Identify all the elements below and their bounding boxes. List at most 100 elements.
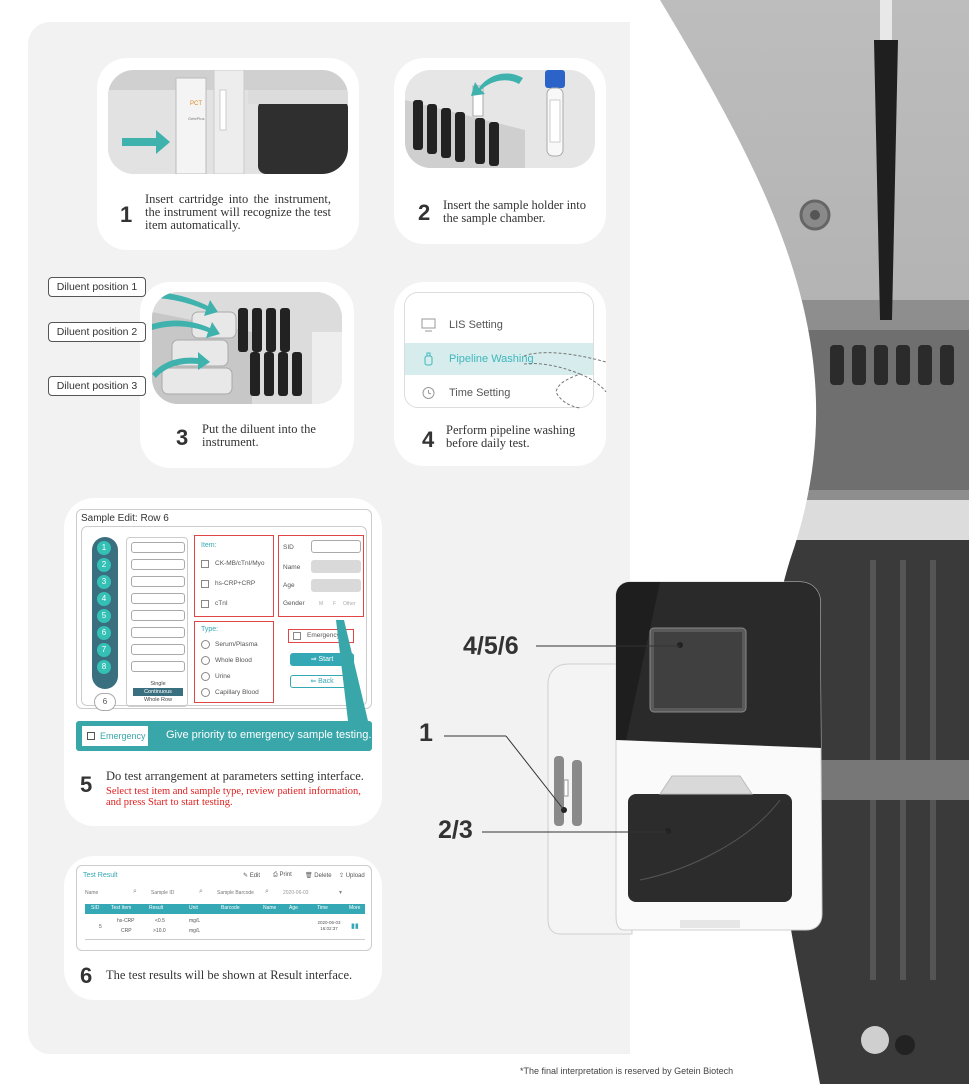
- row-button-2[interactable]: 2: [97, 558, 111, 572]
- type-radio-2[interactable]: [201, 656, 210, 665]
- row-button-6[interactable]: 6: [97, 626, 111, 640]
- name-input[interactable]: [311, 560, 361, 573]
- age-input[interactable]: [311, 579, 361, 592]
- search-icon[interactable]: ⌕: [199, 888, 203, 895]
- gender-label: Gender: [283, 600, 305, 607]
- search-icon[interactable]: ⌕: [265, 888, 269, 895]
- type-radio-1[interactable]: [201, 640, 210, 649]
- menu-item-time-setting-label: Time Setting: [449, 387, 511, 399]
- start-button[interactable]: ⇒ Start: [290, 653, 354, 666]
- sample-slot[interactable]: [131, 559, 185, 570]
- row-result-2: >10.0: [153, 928, 166, 934]
- test-result-panel: Test Result ✎ Edit ⎙ Print 🗑 Delete ⇪ Up…: [76, 865, 372, 951]
- type-radio-3[interactable]: [201, 672, 210, 681]
- action-upload-label: Upload: [345, 873, 365, 879]
- step-4-number: 4: [422, 427, 435, 452]
- step-4-text: Perform pipeline washing before daily te…: [446, 423, 576, 450]
- gender-option-other[interactable]: Other: [343, 601, 356, 607]
- type-option-2: Whole Blood: [215, 657, 252, 664]
- emergency-connector: [336, 620, 368, 721]
- sample-slot[interactable]: [131, 661, 185, 672]
- action-delete-label: Delete: [314, 873, 332, 879]
- menu-item-time-setting[interactable]: Time Setting: [405, 377, 593, 407]
- filter-name[interactable]: Name: [85, 890, 99, 896]
- gender-option-m[interactable]: M: [319, 601, 324, 607]
- test-result-title: Test Result: [83, 872, 118, 879]
- monitor-icon: [421, 318, 436, 332]
- step-5-number: 5: [80, 772, 93, 797]
- cartridge-brand: PCT: [190, 101, 202, 107]
- callout-lines: [444, 645, 680, 833]
- clock-icon: [422, 387, 435, 399]
- item-checkbox-2[interactable]: [201, 580, 209, 588]
- item-checkbox-1[interactable]: [201, 560, 209, 568]
- col-sid: SID: [91, 905, 100, 911]
- step-2-number: 2: [418, 200, 431, 225]
- action-edit-label: Edit: [249, 873, 261, 879]
- sample-slot[interactable]: [131, 644, 185, 655]
- current-row-indicator[interactable]: 6: [94, 693, 116, 711]
- filter-sample-barcode[interactable]: Sample Barcode: [217, 890, 254, 896]
- row-unit-2: mg/L: [189, 928, 201, 934]
- sample-edit-body: 1 2 3 4 5 6 7 8 6 Single Continuous Whol…: [81, 526, 367, 711]
- gender-option-f[interactable]: F: [333, 601, 337, 607]
- action-edit[interactable]: ✎ Edit: [243, 873, 261, 879]
- menu-item-lis-setting[interactable]: LIS Setting: [405, 309, 593, 341]
- footnote: *The final interpretation is reserved by…: [520, 1066, 734, 1076]
- emergency-callout-checkbox: [87, 732, 95, 740]
- result-table-header: SID Test Item Result Unit Barcode Name A…: [85, 904, 365, 914]
- action-delete[interactable]: 🗑 Delete: [305, 873, 332, 879]
- sample-slot[interactable]: [131, 576, 185, 587]
- table-row[interactable]: 5 hs-CRP CRP <0.5 >10.0 mg/L mg/L 2020-0…: [85, 914, 365, 940]
- emergency-checkbox[interactable]: [293, 632, 301, 640]
- row-button-1[interactable]: 1: [97, 541, 111, 555]
- type-option-3: Urine: [215, 673, 231, 680]
- search-icon[interactable]: ⌕: [133, 888, 137, 895]
- row-button-3[interactable]: 3: [97, 575, 111, 589]
- type-label: Type:: [201, 626, 219, 633]
- type-radio-4[interactable]: [201, 688, 210, 697]
- mode-continuous[interactable]: Continuous: [133, 688, 183, 696]
- row-button-7[interactable]: 7: [97, 643, 111, 657]
- action-print-label: Print: [279, 872, 292, 878]
- type-option-1: Serum/Plasma: [215, 641, 258, 648]
- hand-pointer-icon: [523, 352, 607, 409]
- step-5-note: Select test item and sample type, review…: [106, 786, 361, 808]
- row-result-1: <0.5: [155, 918, 165, 924]
- name-label: Name: [283, 564, 301, 571]
- step-6-text: The test results will be shown at Result…: [106, 968, 353, 982]
- menu-item-pipeline-washing-label: Pipeline Washing: [449, 353, 534, 365]
- step-3-number: 3: [176, 425, 189, 450]
- mode-whole-row[interactable]: Whole Row: [143, 697, 173, 703]
- sample-slot[interactable]: [131, 627, 185, 638]
- diluent-image: [152, 292, 342, 404]
- action-upload[interactable]: ⇪ Upload: [339, 873, 365, 879]
- row-button-4[interactable]: 4: [97, 592, 111, 606]
- menu-item-pipeline-washing[interactable]: Pipeline Washing: [405, 343, 593, 375]
- row-button-5[interactable]: 5: [97, 609, 111, 623]
- item-checkbox-3[interactable]: [201, 600, 209, 608]
- step-5-text: Do test arrangement at parameters settin…: [106, 769, 364, 783]
- cartridge-image: PCT GetePlus: [108, 70, 348, 174]
- filter-date[interactable]: 2020-06-03: [283, 890, 309, 896]
- col-time: Time: [317, 905, 328, 911]
- step-1-number: 1: [120, 202, 133, 227]
- sample-edit-title: Sample Edit: Row 6: [81, 513, 169, 524]
- chart-icon[interactable]: ▮▮: [351, 923, 359, 930]
- row-button-8[interactable]: 8: [97, 660, 111, 674]
- diluent-position-1-label: Diluent position 1: [48, 277, 146, 297]
- emergency-toggle-label: Emergency: [307, 632, 340, 639]
- chevron-down-icon[interactable]: ▾: [339, 890, 343, 896]
- mode-single[interactable]: Single: [150, 681, 166, 687]
- sid-input[interactable]: [311, 540, 361, 553]
- action-print[interactable]: ⎙ Print: [273, 872, 292, 878]
- sample-slot[interactable]: [131, 542, 185, 553]
- item-option-3: cTnI: [215, 600, 228, 607]
- filter-sample-id[interactable]: Sample ID: [151, 890, 175, 896]
- settings-menu: LIS Setting Pipeline Washing Time Settin…: [404, 292, 594, 408]
- sample-slot[interactable]: [131, 610, 185, 621]
- diluent-position-2-label: Diluent position 2: [48, 322, 146, 342]
- type-group: Type: Serum/Plasma Whole Blood Urine Cap…: [194, 621, 274, 703]
- sample-slot[interactable]: [131, 593, 185, 604]
- row-unit-1: mg/L: [189, 918, 201, 924]
